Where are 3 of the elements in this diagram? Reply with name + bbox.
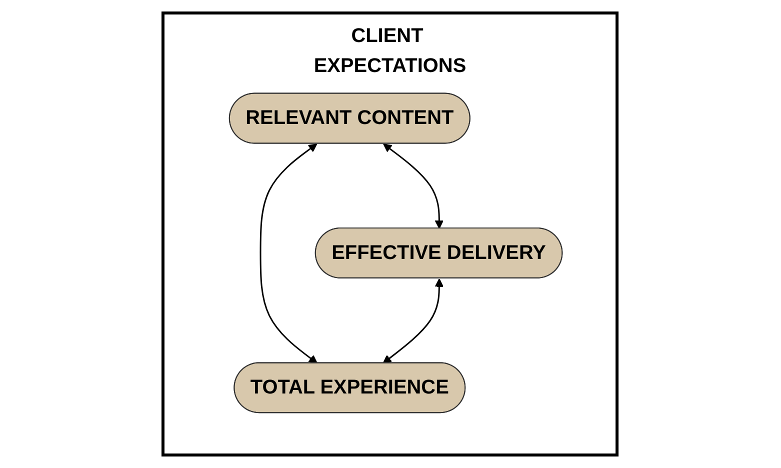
arrow: [384, 144, 444, 229]
arrow: [383, 278, 444, 364]
arrow: [260, 144, 318, 364]
